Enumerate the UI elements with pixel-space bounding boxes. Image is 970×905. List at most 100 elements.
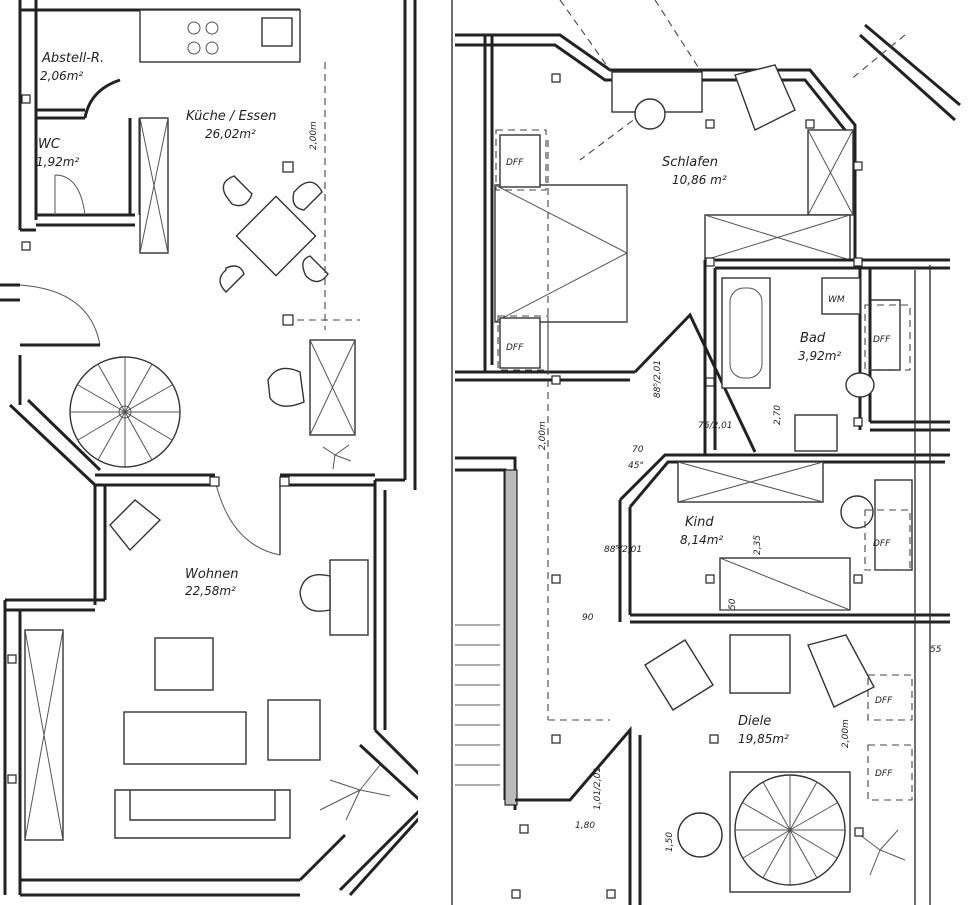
wardrobe-2-cross bbox=[704, 214, 851, 261]
outer-wall-top bbox=[20, 0, 300, 12]
room-area-wc: 1,92m² bbox=[36, 155, 79, 169]
bed-double bbox=[494, 184, 628, 323]
upper-floor-plan bbox=[455, 0, 961, 905]
outer-wall-left bbox=[18, 0, 38, 232]
schlafen-bottom-wall bbox=[455, 312, 757, 453]
hob-burner bbox=[205, 41, 219, 55]
wall-living-left bbox=[5, 485, 107, 612]
column-post bbox=[282, 161, 294, 173]
column-post bbox=[551, 73, 561, 83]
column-post bbox=[853, 257, 863, 267]
stair-hatch bbox=[504, 469, 518, 806]
column-post bbox=[279, 476, 290, 487]
bad-walls bbox=[703, 258, 950, 455]
hob-burner bbox=[205, 21, 219, 35]
room-name-wc: WC bbox=[38, 137, 61, 152]
roof-outline-right bbox=[858, 23, 961, 122]
living-door-arc bbox=[214, 479, 281, 556]
column-post bbox=[551, 375, 561, 385]
column-post bbox=[705, 119, 715, 129]
column-post bbox=[7, 774, 17, 784]
hob-burner bbox=[187, 21, 201, 35]
column-post bbox=[7, 654, 17, 664]
entrance-wall bbox=[0, 283, 20, 302]
wall-kitchen-living-2 bbox=[280, 473, 375, 487]
dimension-labels: 2,00m 88⁵/2,01 76/2,01 2,70 2,00m 70 45°… bbox=[309, 121, 942, 852]
outer-wall-right-mid bbox=[373, 478, 405, 730]
desk-kind bbox=[874, 479, 913, 571]
dim-width-55: 55 bbox=[930, 645, 942, 655]
sofa-living bbox=[114, 789, 291, 839]
column-post bbox=[21, 94, 31, 104]
dim-kind-height: 2,35 bbox=[753, 535, 763, 555]
column-post bbox=[282, 314, 294, 326]
entrance-wall-2 bbox=[18, 343, 100, 405]
living-bottom-wall bbox=[20, 833, 347, 897]
stair-steps bbox=[455, 624, 500, 786]
column-post bbox=[853, 161, 863, 171]
bed-kind-cross bbox=[719, 557, 851, 611]
wm-label: WM bbox=[828, 295, 845, 305]
room-name-schlafen: Schlafen bbox=[662, 155, 718, 170]
dim-kind-door: 88⁵/2,01 bbox=[604, 545, 642, 555]
room-name-wohnen: Wohnen bbox=[185, 567, 239, 582]
kitchen-sink bbox=[261, 17, 293, 47]
column-post bbox=[805, 119, 815, 129]
dim-kind-50: 50 bbox=[728, 598, 738, 610]
column-post bbox=[705, 377, 715, 387]
column-post bbox=[705, 257, 715, 267]
room-name-abstell: Abstell-R. bbox=[41, 51, 104, 66]
dim-stair-150: 1,50 bbox=[665, 832, 675, 852]
dim-width-90: 90 bbox=[582, 613, 594, 623]
corner-table bbox=[109, 499, 162, 552]
dim-kind-angle: 45° bbox=[628, 461, 644, 471]
column-post bbox=[519, 824, 529, 834]
column-post bbox=[853, 417, 863, 427]
armchair-diele bbox=[807, 634, 875, 708]
hob-burner bbox=[187, 41, 201, 55]
dim-bad-height: 2,70 bbox=[773, 405, 783, 425]
cabinet-cross bbox=[139, 117, 169, 254]
dining-chair bbox=[222, 175, 253, 207]
nightstand bbox=[499, 317, 541, 369]
column-post bbox=[606, 889, 616, 899]
diele-bottom bbox=[515, 725, 642, 905]
column-post bbox=[551, 574, 561, 584]
sheet-gap bbox=[418, 0, 452, 905]
dff-window bbox=[867, 674, 913, 801]
armchair-diele bbox=[644, 639, 714, 711]
dff-window bbox=[864, 304, 911, 371]
low-table bbox=[123, 711, 247, 765]
dff-label: DFF bbox=[506, 158, 524, 168]
bathtub bbox=[721, 277, 771, 389]
corridor-dash bbox=[547, 140, 610, 721]
dim-stair-width: 1,80 bbox=[575, 821, 595, 831]
dim-corridor-height: 2,00m bbox=[538, 421, 548, 450]
entrance-door-arc bbox=[19, 284, 101, 346]
dining-chair bbox=[302, 255, 329, 283]
room-name-kind: Kind bbox=[685, 515, 714, 530]
dining-chair bbox=[292, 181, 323, 211]
schlafen-left-wall bbox=[483, 35, 494, 372]
dff-label: DFF bbox=[875, 769, 893, 779]
washer-box bbox=[821, 277, 861, 315]
outer-wall-right-top bbox=[403, 0, 417, 490]
wall-kitchen-living bbox=[95, 473, 215, 487]
dim-kind-side: 70 bbox=[632, 445, 644, 455]
kind-walls bbox=[618, 453, 950, 624]
room-labels: Abstell-R. 2,06m² WC 1,92m² Küche / Esse… bbox=[36, 51, 841, 746]
round-table bbox=[677, 812, 723, 858]
room-name-kueche: Küche / Essen bbox=[186, 109, 276, 124]
armchair bbox=[267, 367, 305, 407]
wardrobe-cross bbox=[807, 129, 854, 216]
fixture-labels: DFF DFF DFF DFF DFF DFF WM bbox=[506, 158, 893, 779]
wc-door-arc bbox=[54, 174, 86, 216]
column-post bbox=[853, 574, 863, 584]
coffee-table bbox=[154, 637, 214, 691]
plant bbox=[322, 444, 352, 470]
desk-chair bbox=[634, 98, 666, 130]
diele-table bbox=[729, 634, 791, 694]
armchair-schlafen bbox=[734, 64, 796, 131]
wall-living-outer bbox=[3, 600, 22, 895]
